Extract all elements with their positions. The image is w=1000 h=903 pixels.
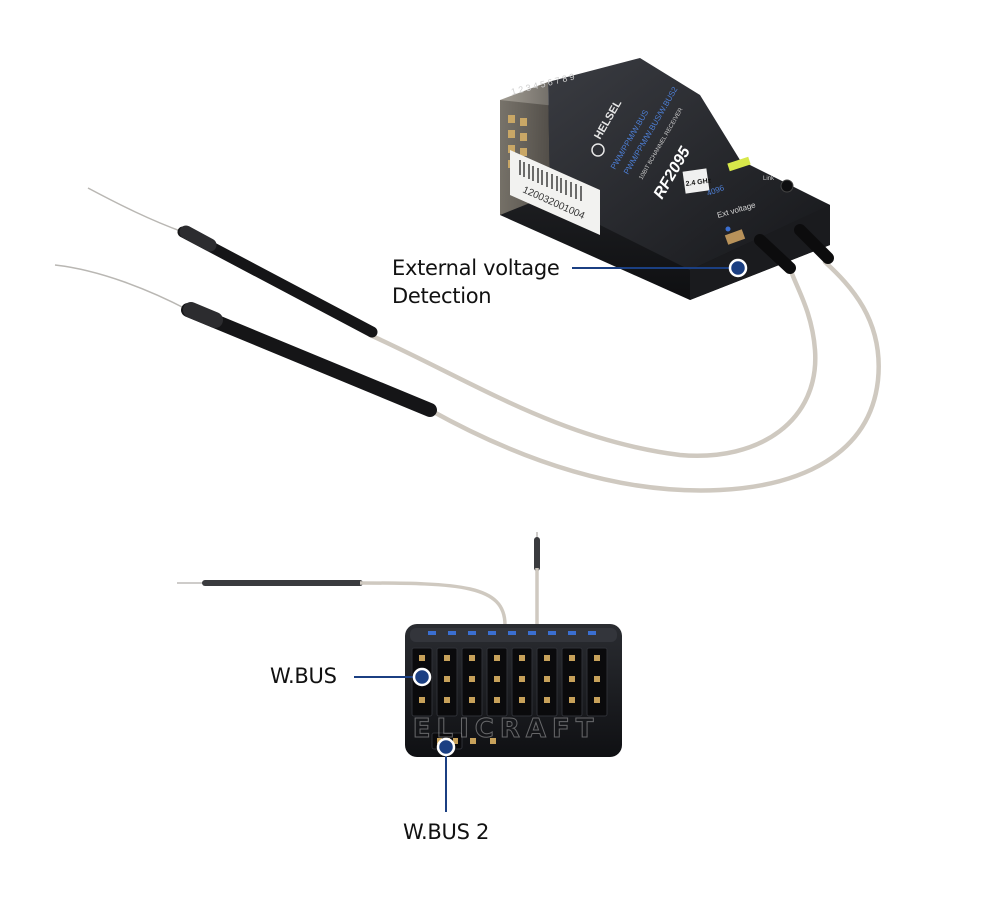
callout-external-voltage — [572, 258, 748, 278]
external-voltage-label: External voltage Detection — [392, 254, 560, 310]
status-led-strip — [727, 156, 751, 172]
receiver-rf2095: 120032001004 1 2 3 4 5 6 7 8 9 HELSEL PW… — [54, 58, 881, 493]
callout-wbus — [354, 667, 432, 687]
callout-dot-wbus2 — [436, 737, 456, 757]
callout-wbus2 — [436, 737, 456, 812]
antenna-cable-1 — [367, 265, 818, 459]
watermark: HELICRAFT — [385, 714, 599, 744]
callout-dot-wbus — [412, 667, 432, 687]
external-voltage-label-line1: External voltage — [392, 256, 560, 280]
brand-logo-icon — [591, 143, 605, 157]
external-voltage-label-line2: Detection — [392, 284, 492, 308]
antenna-sleeve-2 — [181, 303, 437, 417]
band-badge: 2.4 GHz — [685, 177, 712, 188]
small-antenna-cable — [359, 581, 507, 626]
receiver-small: HELICRAFT — [177, 532, 622, 757]
ext-voltage-port — [724, 229, 746, 245]
band-badge-box — [682, 168, 710, 194]
link-button — [780, 179, 794, 193]
wbus-label: W.BUS — [270, 664, 337, 688]
receiver-case-top — [548, 58, 830, 270]
callout-dot-ext — [728, 258, 748, 278]
antenna-tip-1 — [87, 187, 184, 233]
ext-voltage-led — [725, 226, 731, 232]
antenna-tip-2 — [54, 264, 189, 311]
link-label: Link — [763, 176, 775, 182]
antenna-cable-2 — [427, 259, 881, 493]
wbus2-label: W.BUS 2 — [403, 820, 490, 844]
